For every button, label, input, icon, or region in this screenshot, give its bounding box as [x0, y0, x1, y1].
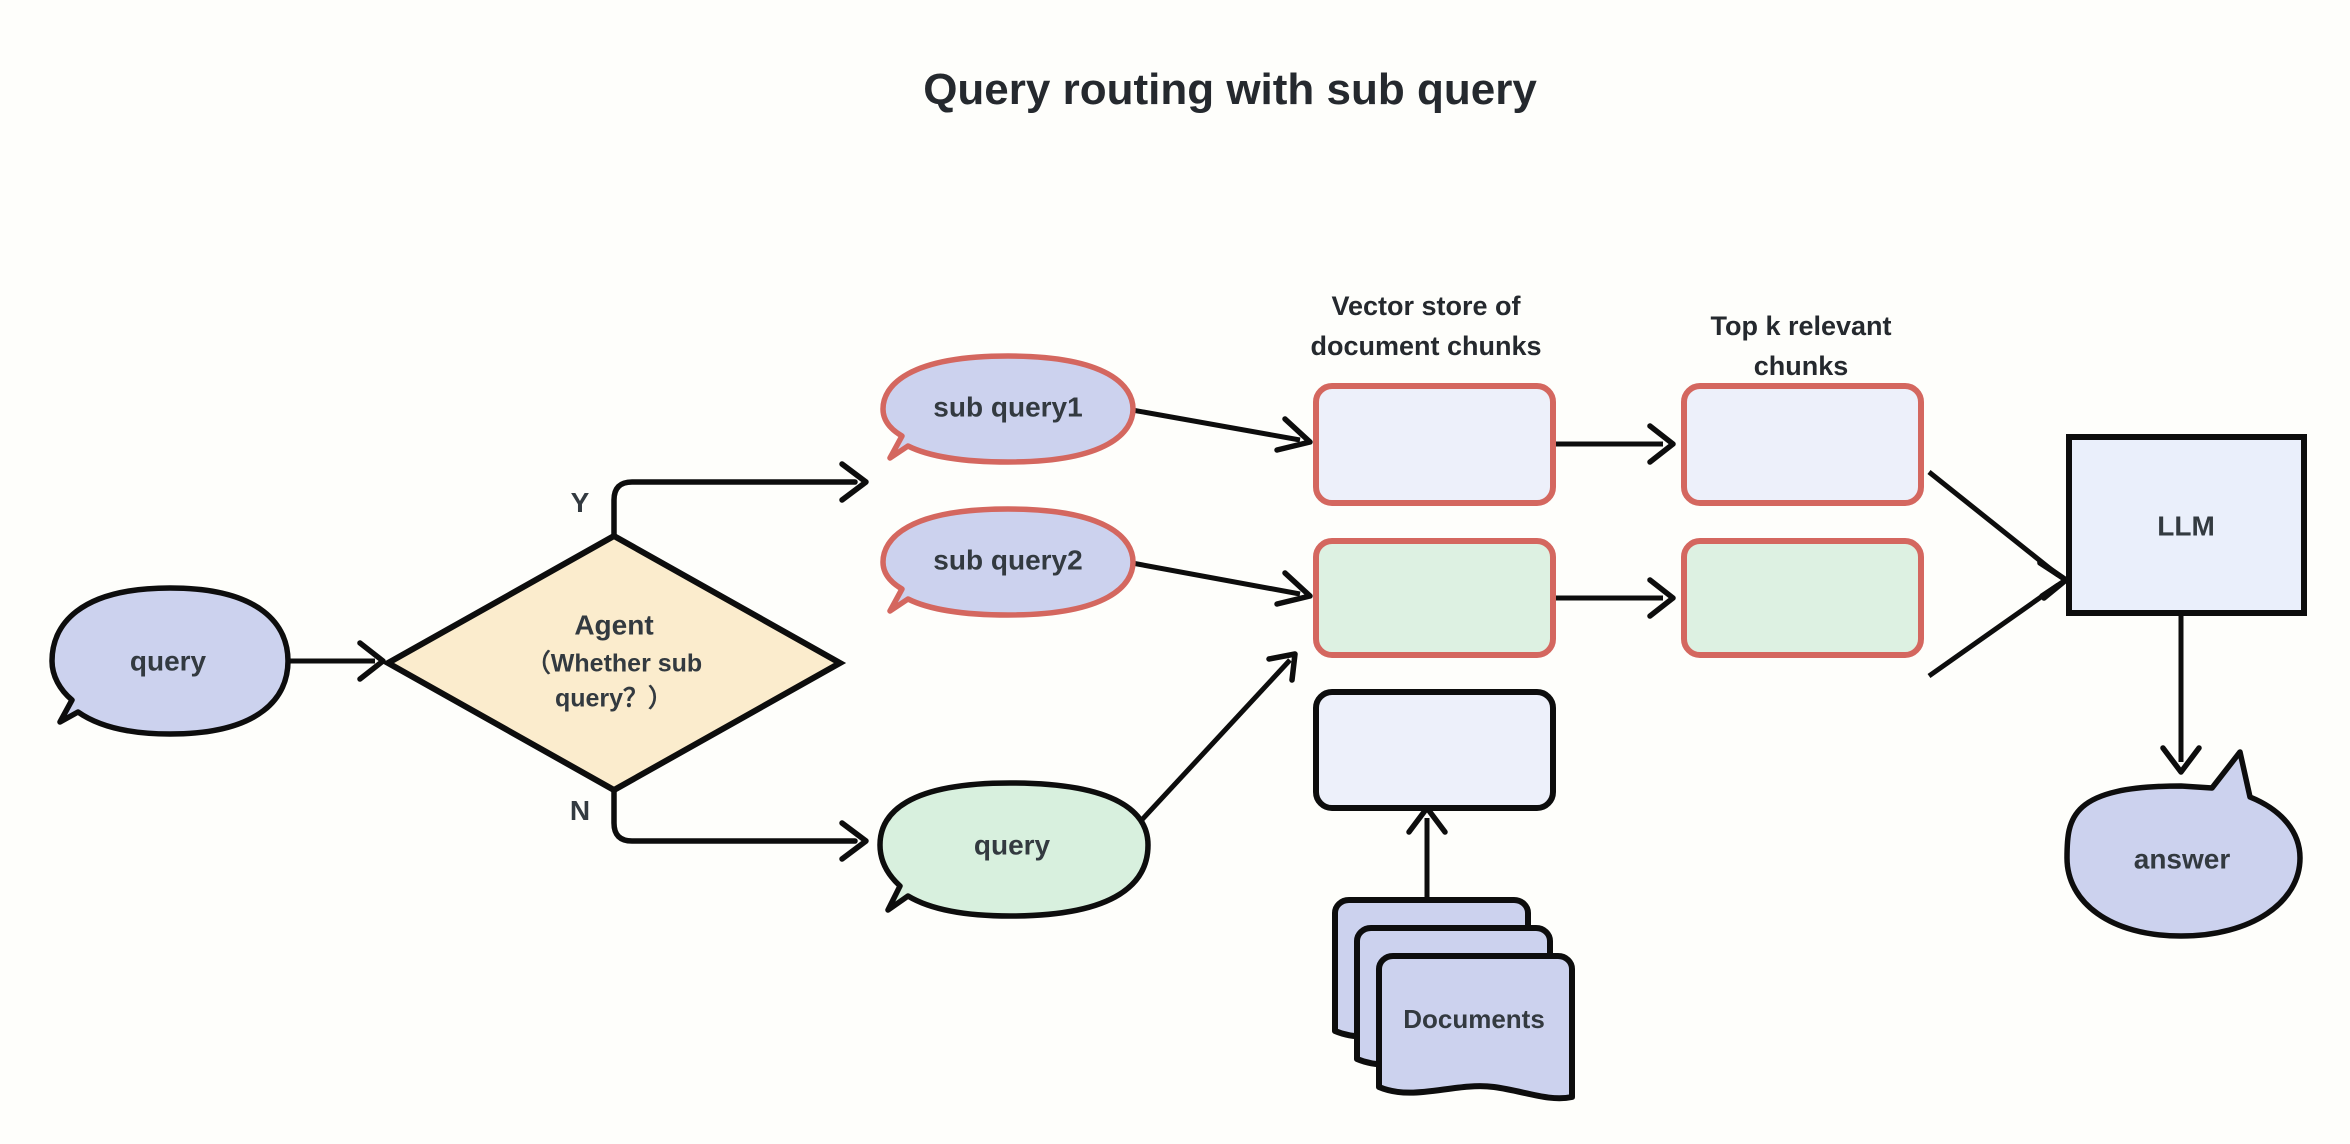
- answer-label: answer: [2134, 843, 2231, 874]
- node-top-k-box-2[interactable]: [1681, 538, 1924, 658]
- branch-label-yes: Y: [571, 487, 590, 518]
- node-vector-store-box-2[interactable]: [1313, 538, 1556, 658]
- edge-subquery1-to-vectorbox1: [1131, 407, 1313, 453]
- edge-subquery2-to-vectorbox2: [1131, 560, 1313, 607]
- sub-query-1-label: sub query1: [933, 391, 1082, 422]
- agent-sub-line1-label: （Whether sub: [526, 649, 702, 678]
- node-documents[interactable]: Documents: [1332, 897, 1575, 1102]
- branch-label-no: N: [570, 795, 590, 826]
- edge-agent-yes-to-subquery1: [611, 461, 869, 539]
- query-input-label: query: [130, 645, 207, 676]
- vector-store-caption-line1: Vector store of: [1331, 291, 1521, 321]
- top-k-caption-line1: Top k relevant: [1710, 311, 1891, 341]
- node-query-passthrough[interactable]: query: [877, 780, 1151, 919]
- sub-query-2-label: sub query2: [933, 544, 1082, 575]
- agent-title-label: Agent: [574, 609, 653, 640]
- node-sub-query-2[interactable]: sub query2: [880, 506, 1136, 618]
- node-sub-query-1[interactable]: sub query1: [880, 353, 1136, 465]
- edge-documents-to-embeddingbox: [1406, 805, 1448, 912]
- node-answer[interactable]: answer: [2064, 749, 2303, 939]
- agent-sub-line2-label: query？）: [555, 684, 673, 713]
- edge-topkbox1-to-llm: [1927, 470, 2069, 601]
- edge-topkbox2-to-llm: [1927, 559, 2069, 679]
- top-k-caption-line2: chunks: [1754, 351, 1849, 381]
- documents-label: Documents: [1403, 1004, 1545, 1034]
- node-embedding-box[interactable]: [1313, 689, 1556, 811]
- edge-query-to-vectorbox2: [1136, 651, 1298, 826]
- node-vector-store-box-1[interactable]: [1313, 383, 1556, 506]
- edge-agent-no-to-query: [611, 787, 869, 862]
- node-top-k-box-1[interactable]: [1681, 383, 1924, 506]
- edge-query-to-agent: [288, 640, 386, 682]
- node-agent-decision[interactable]: Agent （Whether sub query？）: [381, 532, 847, 794]
- page-title: Query routing with sub query: [923, 65, 1537, 114]
- edge-llm-to-answer: [2160, 616, 2202, 775]
- llm-label: LLM: [2157, 510, 2215, 541]
- edge-vectorbox1-to-topkbox1: [1553, 423, 1676, 465]
- edge-vectorbox2-to-topkbox2: [1553, 577, 1676, 619]
- query-passthrough-label: query: [974, 829, 1051, 860]
- node-query-input[interactable]: query: [49, 585, 291, 737]
- node-llm[interactable]: LLM: [2066, 434, 2307, 616]
- vector-store-caption-line2: document chunks: [1310, 331, 1541, 361]
